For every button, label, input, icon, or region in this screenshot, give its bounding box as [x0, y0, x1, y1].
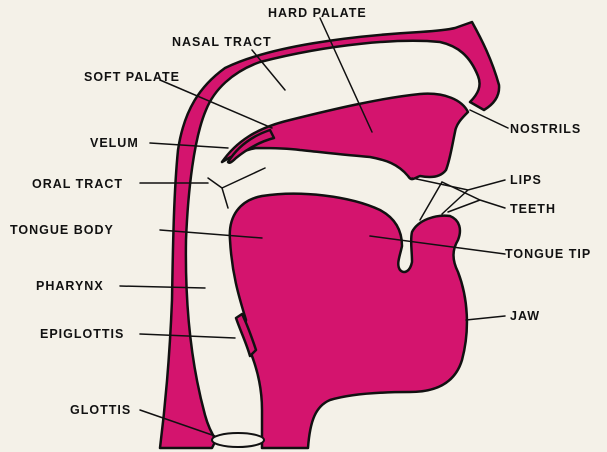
label-hard-palate: HARD PALATE	[268, 6, 367, 20]
glottis-shape	[212, 433, 264, 447]
label-lips: LIPS	[510, 173, 542, 187]
label-nasal-tract: NASAL TRACT	[172, 35, 272, 49]
leader-nostrils	[470, 110, 508, 128]
label-tongue-tip: TONGUE TIP	[505, 247, 591, 261]
label-epiglottis: EPIGLOTTIS	[40, 327, 124, 341]
label-oral-tract: ORAL TRACT	[32, 177, 123, 191]
label-nostrils: NOSTRILS	[510, 122, 581, 136]
leader-jaw	[466, 316, 505, 320]
label-soft-palate: SOFT PALATE	[84, 70, 180, 84]
label-glottis: GLOTTIS	[70, 403, 131, 417]
label-velum: VELUM	[90, 136, 139, 150]
label-teeth: TEETH	[510, 202, 556, 216]
leader-teeth	[420, 182, 505, 220]
label-tongue-body: TONGUE BODY	[10, 223, 114, 237]
leader-pharynx	[120, 286, 205, 288]
tongue-jaw-shape	[230, 194, 467, 448]
label-pharynx: PHARYNX	[36, 279, 104, 293]
label-jaw: JAW	[510, 309, 540, 323]
